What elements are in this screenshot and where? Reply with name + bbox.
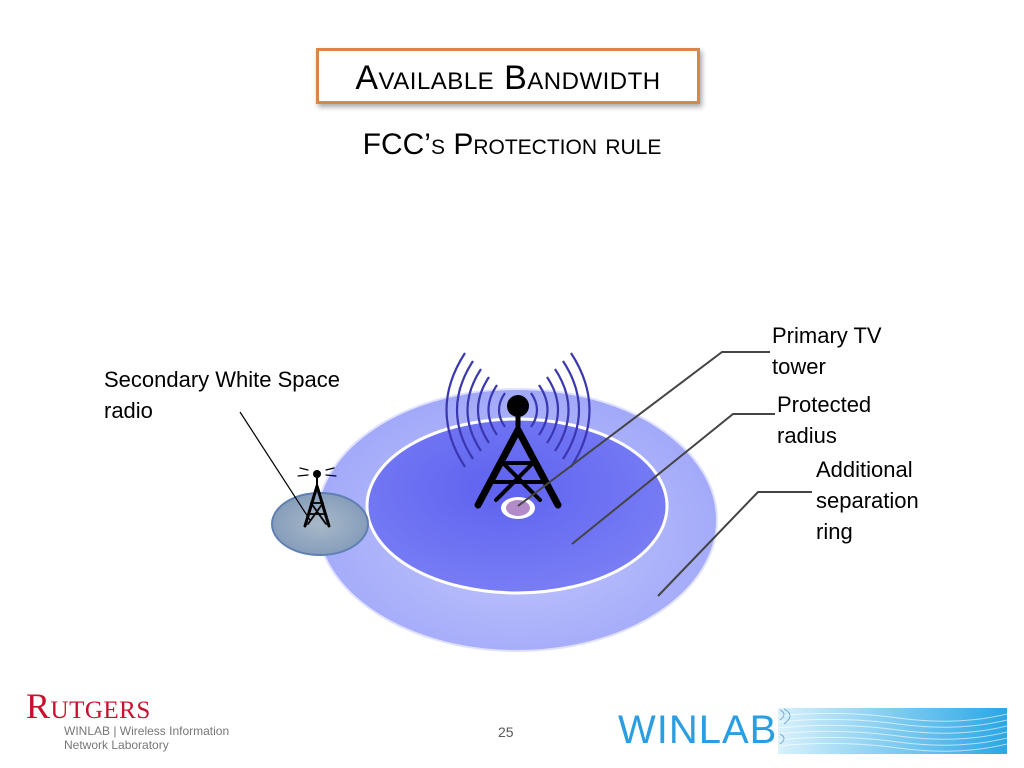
radio-waves-icon <box>445 352 591 468</box>
label-secondary-radio: Secondary White Space radio <box>104 367 341 423</box>
callout-protected <box>571 413 775 545</box>
slide-subtitle: FCC’s Protection rule <box>362 128 662 161</box>
title-box: Available Bandwidth <box>316 48 700 104</box>
winlab-logo: WINLAB <box>618 708 778 752</box>
page-number: 25 <box>498 724 514 740</box>
winlab-description-line2: Network Laboratory <box>64 738 169 752</box>
label-primary-tower: Primary TV tower <box>772 323 882 379</box>
callout-secondary <box>239 411 311 521</box>
callout-lines <box>517 351 812 597</box>
winlab-description-line1: WINLAB | Wireless Information <box>64 724 230 738</box>
rutgers-logo: Rutgers <box>26 686 151 726</box>
label-additional-ring: Additional separation ring <box>816 457 919 544</box>
secondary-radio-tower-icon <box>297 467 337 528</box>
label-protected-radius: Protected radius <box>777 392 872 448</box>
slide-title: Available Bandwidth <box>355 59 661 97</box>
winlab-description: WINLAB | Wireless Information Network La… <box>64 724 264 752</box>
callout-primary <box>517 351 770 507</box>
tv-tower-icon <box>474 395 562 509</box>
winlab-wave-graphic <box>778 708 1007 754</box>
callout-additional <box>657 491 812 597</box>
tower-base <box>506 500 530 516</box>
